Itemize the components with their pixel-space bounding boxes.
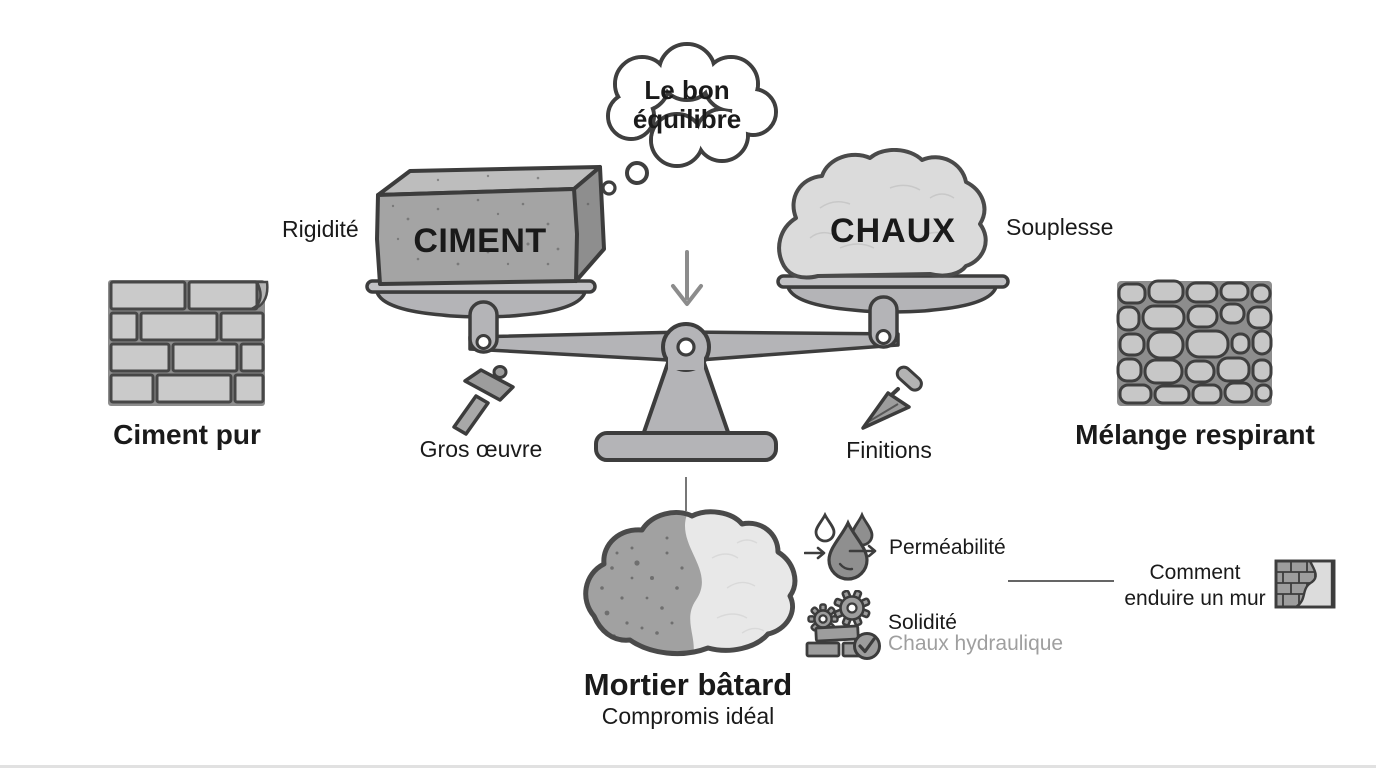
water-drops-icon <box>804 511 877 581</box>
mortar-blob-icon <box>583 509 798 657</box>
finitions-label: Finitions <box>846 437 932 463</box>
left-pan <box>365 279 597 354</box>
reference-line1: Comment <box>1149 561 1241 584</box>
bottom-edge-artifact <box>0 765 1376 768</box>
check-mark-icon <box>858 637 876 654</box>
wall-corner-curl <box>250 280 269 311</box>
trowel-icon <box>861 365 923 430</box>
reference-divider-line <box>1008 580 1114 582</box>
reference-line2: enduire un mur <box>1124 587 1266 611</box>
scale-base <box>594 431 778 462</box>
bubble-line2: équilibre <box>632 104 742 135</box>
down-arrow-icon <box>671 250 703 306</box>
cement-block-icon <box>375 165 606 286</box>
bubble-line1: Le bon <box>644 75 730 105</box>
lime-mound-icon <box>777 148 988 280</box>
balance-scale-icon <box>365 250 1010 511</box>
solidity-label: Solidité <box>888 611 957 634</box>
reference-text: Comment enduire un mur <box>1120 560 1270 613</box>
thought-bubble-icon <box>601 42 778 196</box>
lime-weight-label: CHAUX <box>830 212 956 250</box>
gears-icon <box>805 590 881 660</box>
cement-weight-label: CIMENT <box>413 222 547 260</box>
mortier-batard-title: Mortier bâtard <box>583 667 793 702</box>
hydraulic-lime-label: Chaux hydraulique <box>888 632 1064 655</box>
rigidity-label: Rigidité <box>282 216 359 242</box>
rendered-wall-icon <box>1274 559 1336 609</box>
compromis-ideal-subtitle: Compromis idéal <box>601 703 775 729</box>
gros-oeuvre-label: Gros œuvre <box>419 436 543 462</box>
stone-wall-icon <box>1116 279 1273 406</box>
bubble-trail-large <box>625 161 649 185</box>
cement-pure-label: Ciment pur <box>113 419 261 450</box>
souplesse-label: Souplesse <box>1006 214 1114 240</box>
bubble-text: Le bon équilibre <box>597 75 777 135</box>
breathing-mix-label: Mélange respirant <box>1075 419 1315 450</box>
hammer-icon <box>452 365 515 436</box>
permeability-label: Perméabilité <box>889 536 1006 559</box>
brick-wall-icon <box>108 280 269 406</box>
